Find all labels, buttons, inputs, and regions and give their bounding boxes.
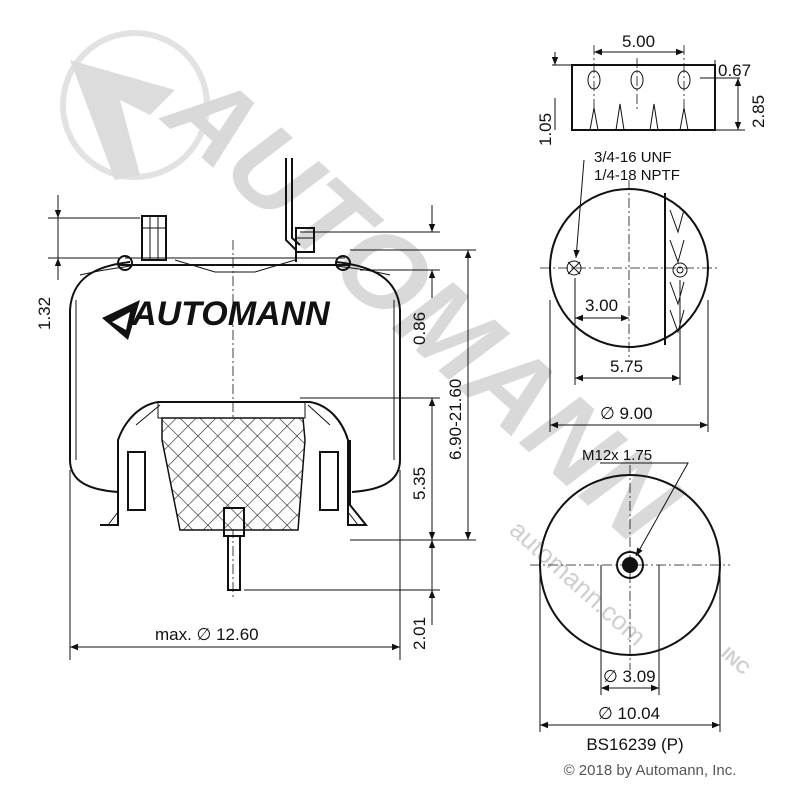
watermark-circle — [60, 30, 210, 180]
dim-max-diameter: max. ∅ 12.60 — [155, 625, 259, 644]
bottom-view: M12x 1.75 ∅ 3.09 ∅ 10.04 — [530, 447, 730, 732]
dim-stud-offset: 5.75 — [610, 357, 643, 376]
dim-bottom-diameter: ∅ 10.04 — [598, 704, 660, 723]
side-view-dimensions: 1.32 0.86 6.90-21.60 5.35 2.01 max. ∅ 12… — [35, 195, 476, 660]
part-number: BS16239 (P) — [586, 735, 684, 754]
air-port — [566, 260, 582, 276]
port-label-1: 3/4-16 UNF — [594, 149, 672, 166]
side-view: AUTOMANN — [69, 158, 401, 600]
top-fitting — [141, 215, 167, 261]
dim-port-offset: 3.00 — [585, 296, 618, 315]
watermark-logo-mark — [70, 60, 175, 180]
dim-bead-plate: 0.86 — [410, 312, 429, 345]
dim-plate-height: 2.85 — [749, 95, 768, 128]
copyright-notice: © 2018 by Automann, Inc. — [563, 762, 737, 779]
plate-outline — [571, 64, 716, 131]
dim-stud-spacing: 5.00 — [622, 32, 655, 51]
dim-hole: ∅ 3.09 — [603, 667, 656, 686]
bracket-bolt — [295, 227, 315, 253]
dim-piston: 5.35 — [410, 467, 429, 500]
top-plate-detail: 5.00 0.67 2.85 1.05 — [536, 32, 768, 146]
dim-plate-thickness: 0.67 — [718, 61, 751, 80]
watermark-inc: INC — [717, 643, 753, 679]
bottom-stud — [227, 535, 241, 591]
automann-logo: AUTOMANN — [102, 295, 331, 340]
bellow-outline — [69, 261, 401, 493]
top-view: 3/4-16 UNF 1/4-18 NPTF 3.00 5.75 ∅ 9.00 — [540, 149, 720, 432]
logo-text: AUTOMANN — [131, 295, 331, 333]
dim-left-height: 1.05 — [536, 113, 555, 146]
piston-core-hatch — [161, 417, 306, 531]
thread-label: M12x 1.75 — [582, 447, 652, 464]
dim-top-fitting: 1.32 — [35, 297, 54, 330]
piston — [100, 401, 369, 526]
bracket — [285, 158, 301, 262]
port-label-2: 1/4-18 NPTF — [594, 167, 680, 184]
dim-top-diameter: ∅ 9.00 — [600, 404, 653, 423]
dim-height-range: 6.90-21.60 — [446, 379, 465, 460]
dim-stud-length: 2.01 — [410, 617, 429, 650]
